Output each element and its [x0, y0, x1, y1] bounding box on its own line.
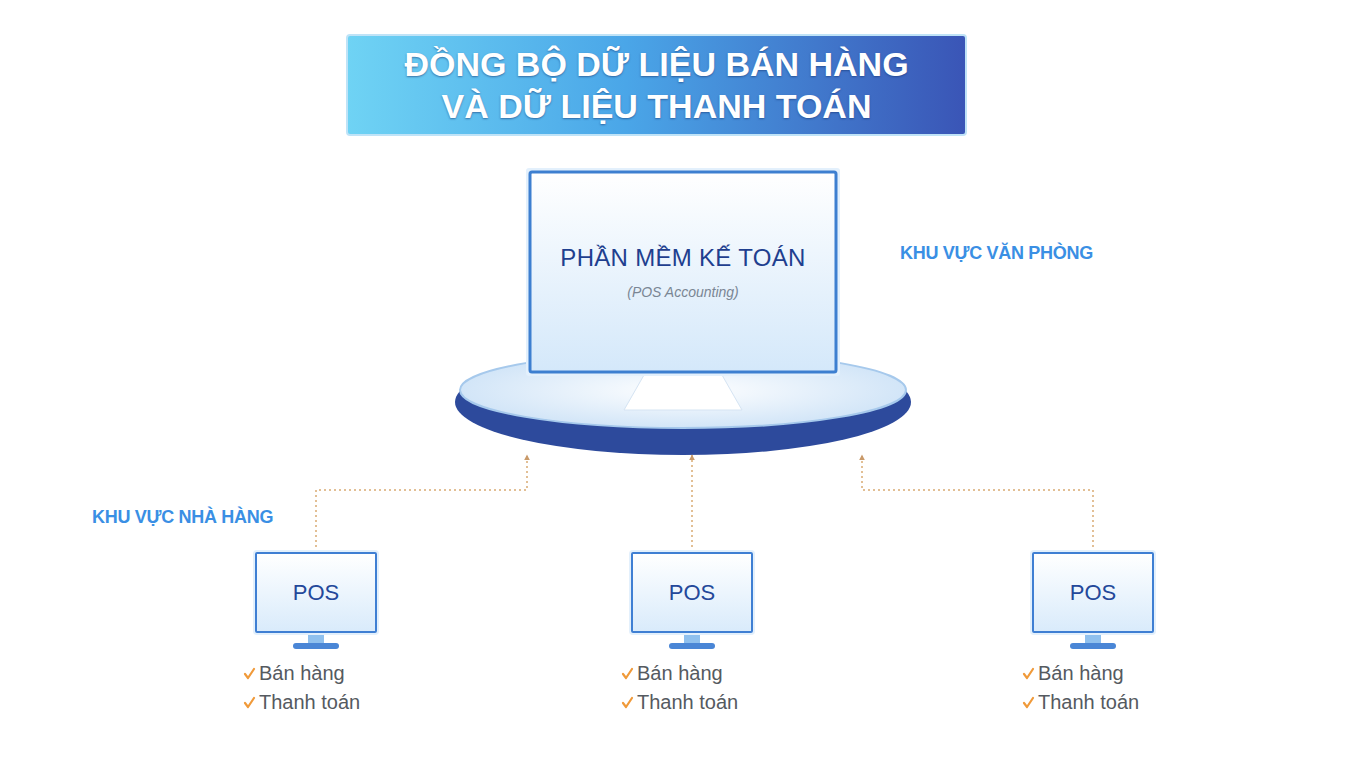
pos-stands	[308, 633, 1101, 644]
check-mark	[245, 698, 254, 707]
pos-base	[293, 643, 339, 649]
data-sync-connector	[316, 455, 527, 552]
check-mark	[1024, 698, 1033, 707]
pos-base	[669, 643, 715, 649]
check-mark	[623, 669, 632, 678]
pos-terminal: POS	[1032, 552, 1154, 633]
data-sync-connector	[691, 455, 693, 552]
node-title: POS	[1070, 580, 1116, 606]
pos-bases	[293, 643, 1116, 649]
software-monitor: PHẦN MỀM KẾ TOÁN (POS Accounting)	[455, 170, 911, 455]
feature-item: Thanh toán	[259, 690, 360, 714]
check-mark	[623, 698, 632, 707]
pos-terminal: POS	[255, 552, 377, 633]
monitor-frame	[526, 168, 840, 376]
node-title: PHẦN MỀM KẾ TOÁN	[560, 244, 805, 272]
zone-label: KHU VỰC VĂN PHÒNG	[900, 243, 1093, 264]
title-banner	[347, 35, 966, 135]
title: ĐỒNG BỘ DỮ LIỆU BÁN HÀNG VÀ DỮ LIỆU THAN…	[397, 43, 916, 127]
feature-item: Thanh toán	[1038, 690, 1139, 714]
node-title: POS	[669, 580, 715, 606]
pos-neck	[308, 633, 324, 644]
feature-item: Thanh toán	[637, 690, 738, 714]
node-title: POS	[293, 580, 339, 606]
monitor-screen	[530, 172, 836, 372]
feature-item: Bán hàng	[259, 661, 345, 685]
feature-item: Bán hàng	[637, 661, 723, 685]
feature-item: Bán hàng	[1038, 661, 1124, 685]
screen-area: PHẦN MỀM KẾ TOÁN (POS Accounting)	[530, 172, 836, 372]
pos-terminal: POS	[631, 552, 753, 633]
data-sync-connector	[862, 455, 1093, 552]
check-mark	[1024, 669, 1033, 678]
pos-base	[1070, 643, 1116, 649]
pos-neck	[1085, 633, 1101, 644]
node-subtitle: (POS Accounting)	[627, 284, 739, 300]
pos-neck	[684, 633, 700, 644]
zone-label: KHU VỰC NHÀ HÀNG	[92, 507, 273, 528]
check-mark	[245, 669, 254, 678]
